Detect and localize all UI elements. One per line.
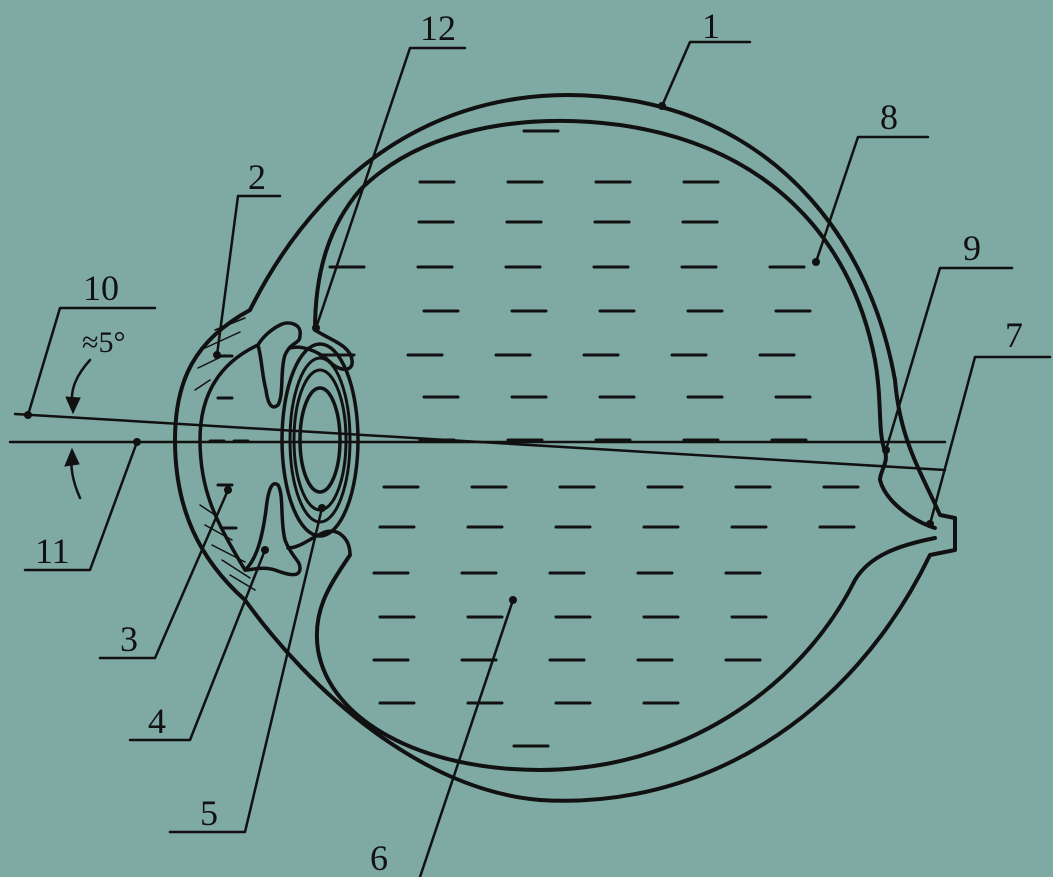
label-7: 7 bbox=[1005, 315, 1023, 355]
label-1: 1 bbox=[702, 6, 720, 46]
label-10: 10 bbox=[83, 268, 119, 308]
lens-nucleus bbox=[300, 388, 340, 492]
label-8: 8 bbox=[880, 97, 898, 137]
label-11: 11 bbox=[35, 531, 70, 571]
label-12: 12 bbox=[420, 8, 456, 48]
anatomy-points bbox=[24, 102, 934, 604]
iris-lower bbox=[245, 484, 300, 575]
angle-label: ≈5° bbox=[82, 326, 125, 359]
retina-inner-bottom bbox=[317, 538, 935, 770]
label-6: 6 bbox=[370, 838, 388, 877]
leader-lines bbox=[25, 42, 1050, 877]
label-3: 3 bbox=[120, 619, 138, 659]
angle-arrowhead-bottom bbox=[65, 449, 79, 466]
angle-arrowhead-top bbox=[66, 397, 80, 413]
lens-inner bbox=[294, 370, 346, 510]
label-9: 9 bbox=[963, 228, 981, 268]
label-2: 2 bbox=[248, 157, 266, 197]
label-5: 5 bbox=[200, 793, 218, 833]
label-4: 4 bbox=[148, 701, 166, 741]
